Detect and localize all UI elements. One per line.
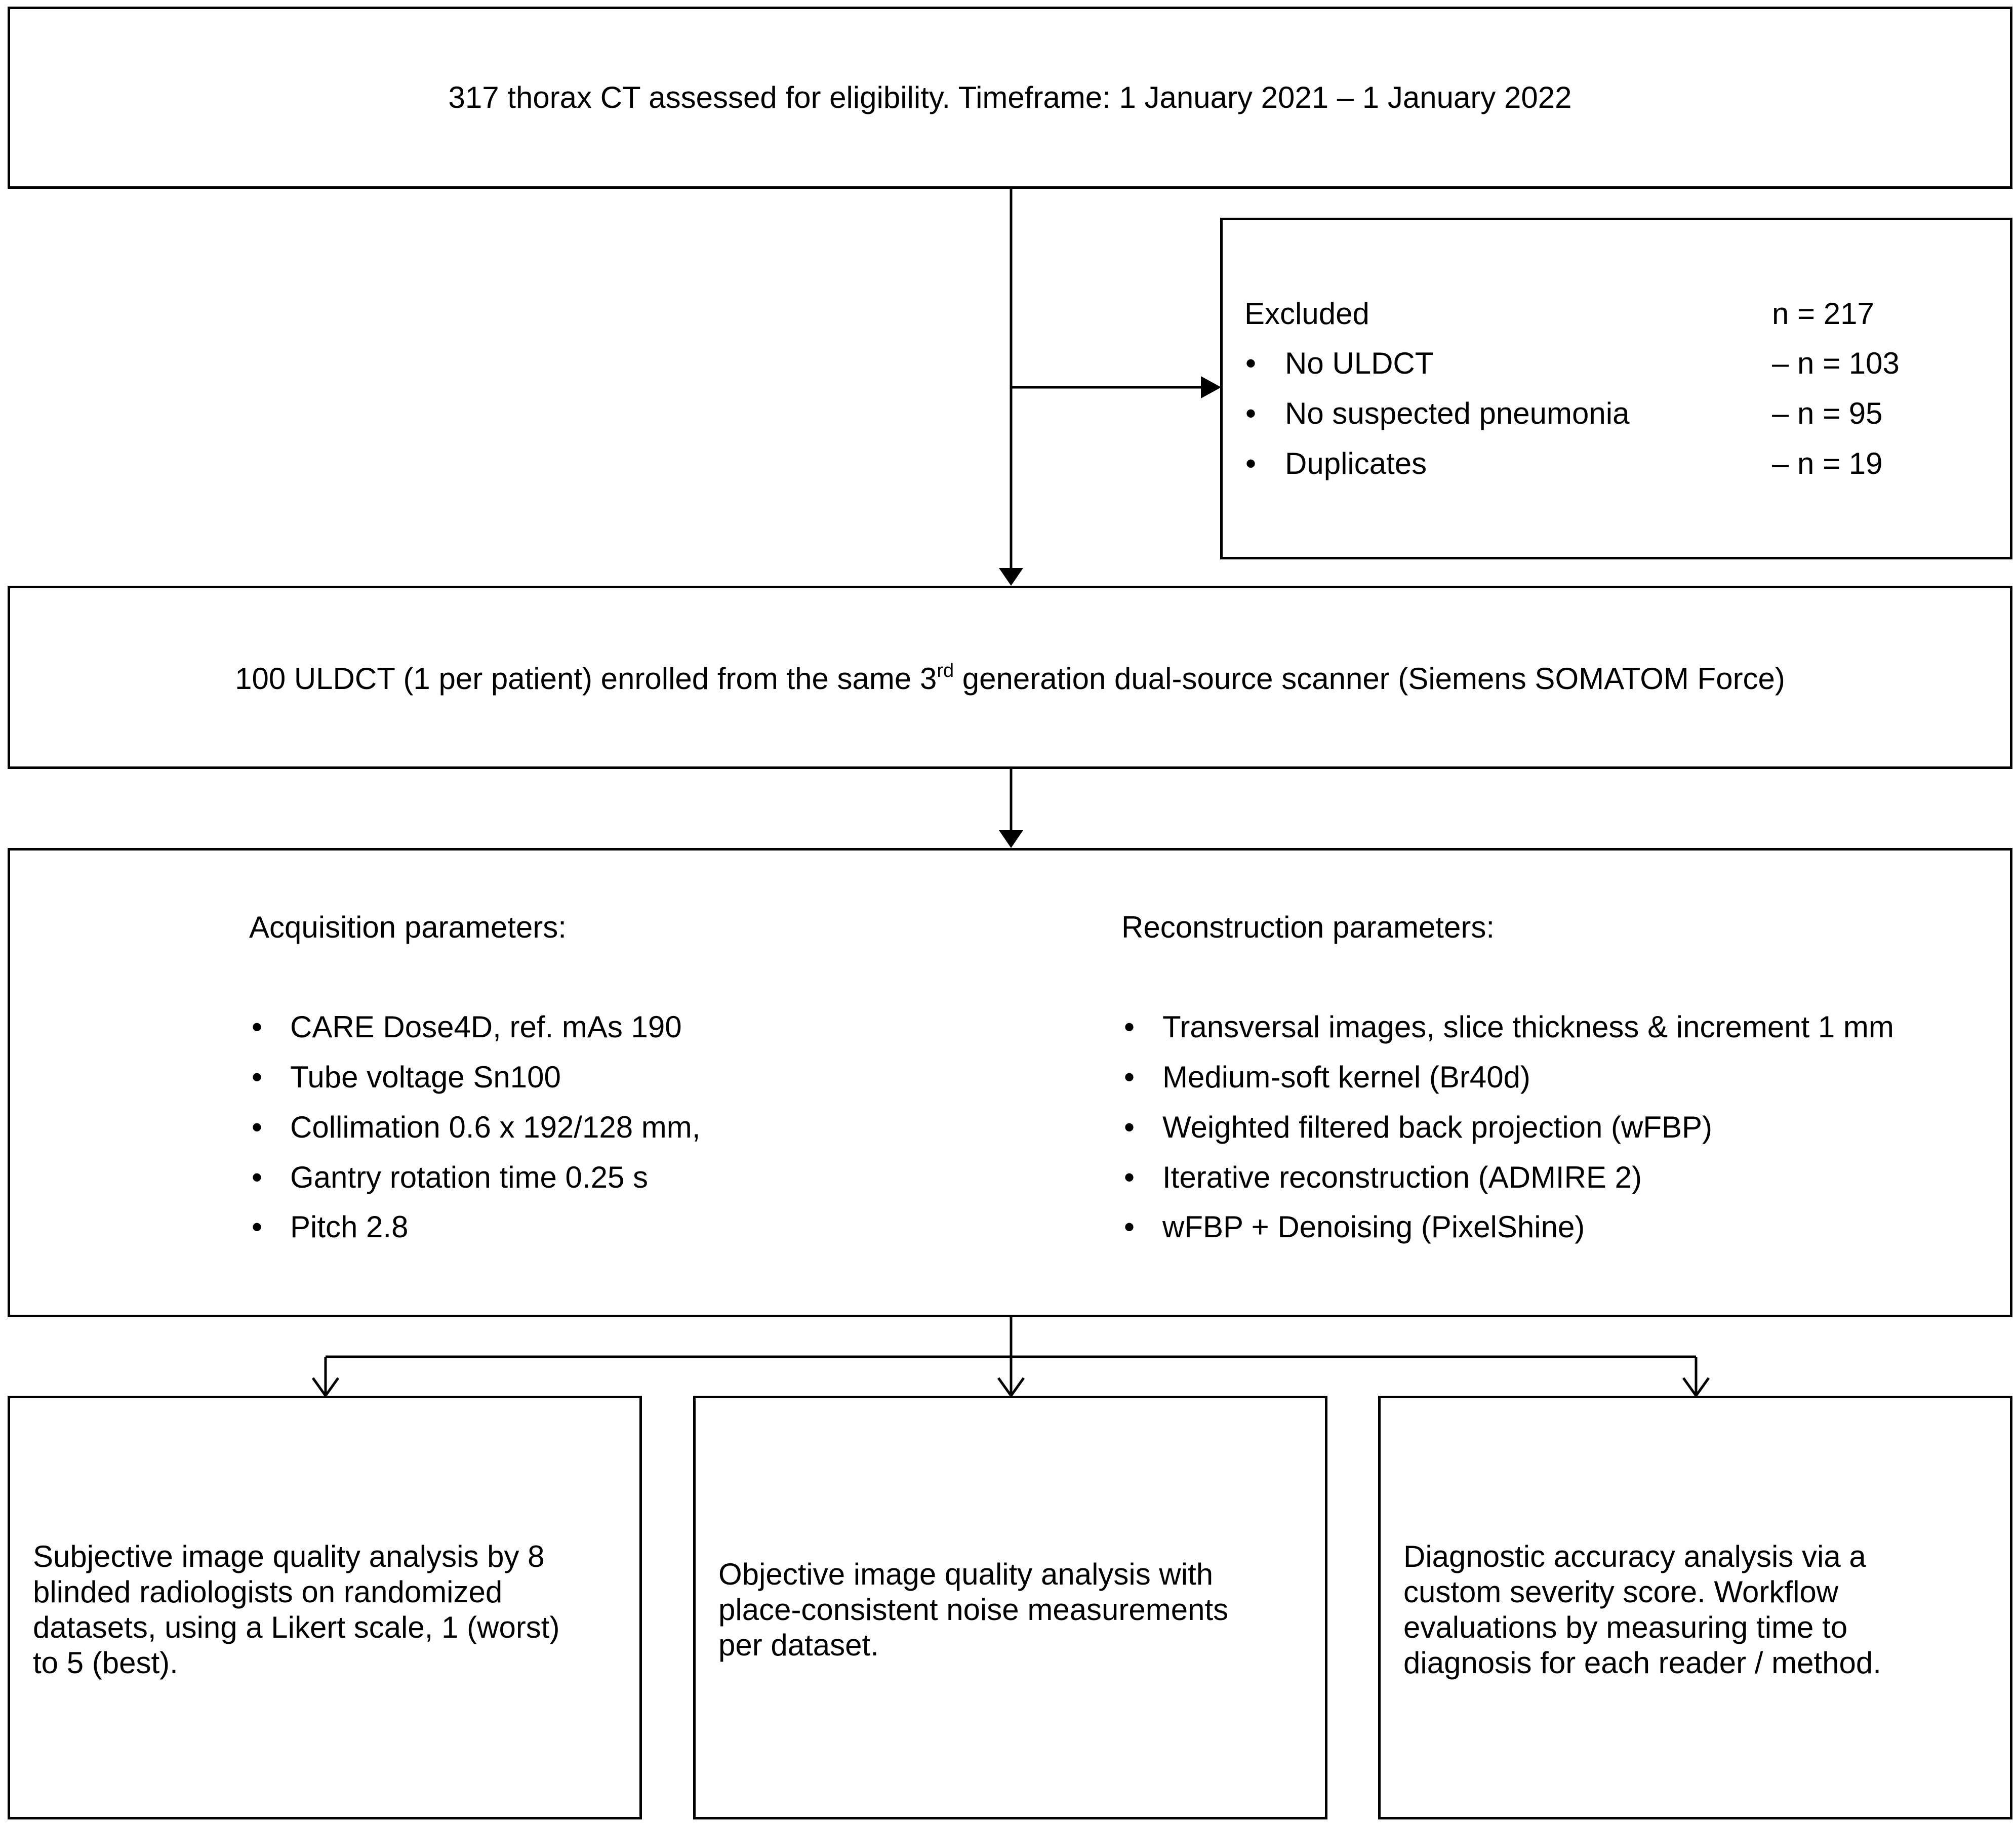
reconstruction-item-1-label: Transversal images, slice thickness & in… bbox=[1162, 1010, 1894, 1044]
subjective-line-1: Subjective image quality analysis by 8 bbox=[33, 1540, 545, 1573]
reconstruction-item-4-label: Iterative reconstruction (ADMIRE 2) bbox=[1162, 1160, 1642, 1194]
reconstruction-heading: Reconstruction parameters: bbox=[1121, 910, 1495, 944]
parameters-box: Acquisition parameters: • CARE Dose4D, r… bbox=[8, 848, 2012, 1317]
reconstruction-item-1-bullet: • bbox=[1124, 1010, 1135, 1044]
eligibility-text: 317 thorax CT assessed for eligibility. … bbox=[448, 80, 1572, 114]
diagnostic-analysis-box: Diagnostic accuracy analysis via a custo… bbox=[1378, 1396, 2012, 1819]
enrolled-text-end: generation dual-source scanner (Siemens … bbox=[954, 661, 1785, 696]
acquisition-item-3-label: Collimation 0.6 x 192/128 mm, bbox=[290, 1110, 701, 1144]
excluded-item-2-label: No suspected pneumonia bbox=[1285, 396, 1630, 430]
excluded-item-3-bullet: • bbox=[1245, 447, 1257, 480]
acquisition-item-4-bullet: • bbox=[252, 1160, 263, 1194]
excluded-item-1-label: No ULDCT bbox=[1285, 346, 1434, 380]
eligibility-box: 317 thorax CT assessed for eligibility. … bbox=[8, 7, 2012, 189]
reconstruction-item-3-bullet: • bbox=[1124, 1110, 1135, 1144]
reconstruction-item-2-bullet: • bbox=[1124, 1060, 1135, 1094]
acquisition-item-5-bullet: • bbox=[252, 1210, 263, 1244]
subjective-analysis-box: Subjective image quality analysis by 8 b… bbox=[8, 1396, 642, 1819]
reconstruction-item-3-label: Weighted filtered back projection (wFBP) bbox=[1162, 1110, 1713, 1144]
diagnostic-line-1: Diagnostic accuracy analysis via a bbox=[1403, 1540, 1866, 1573]
acquisition-item-5-label: Pitch 2.8 bbox=[290, 1210, 409, 1244]
excluded-title: Excluded bbox=[1244, 297, 1369, 331]
reconstruction-item-4-bullet: • bbox=[1124, 1160, 1135, 1194]
reconstruction-item-5-bullet: • bbox=[1124, 1210, 1135, 1244]
subjective-line-4: to 5 (best). bbox=[33, 1646, 178, 1680]
acquisition-heading: Acquisition parameters: bbox=[249, 910, 567, 944]
excluded-total: n = 217 bbox=[1772, 297, 1874, 331]
objective-analysis-box: Objective image quality analysis with pl… bbox=[693, 1396, 1327, 1819]
acquisition-item-4-label: Gantry rotation time 0.25 s bbox=[290, 1160, 648, 1194]
excluded-item-1-bullet: • bbox=[1245, 346, 1257, 380]
reconstruction-item-5-label: wFBP + Denoising (PixelShine) bbox=[1162, 1210, 1585, 1244]
excluded-item-3-count: – n = 19 bbox=[1772, 447, 1883, 480]
diagnostic-line-4: diagnosis for each reader / method. bbox=[1403, 1646, 1881, 1680]
objective-analysis-text: Objective image quality analysis with pl… bbox=[718, 1557, 1228, 1663]
excluded-item-3-label: Duplicates bbox=[1285, 447, 1427, 480]
subjective-analysis-text: Subjective image quality analysis by 8 b… bbox=[33, 1539, 559, 1681]
diagnostic-line-2: custom severity score. Workflow bbox=[1403, 1575, 1839, 1609]
enrolled-text: 100 ULDCT (1 per patient) enrolled from … bbox=[235, 661, 1785, 694]
acquisition-item-3-bullet: • bbox=[252, 1110, 263, 1144]
excluded-item-2-count: – n = 95 bbox=[1772, 396, 1883, 430]
subjective-line-3: datasets, using a Likert scale, 1 (worst… bbox=[33, 1610, 560, 1644]
enrolled-text-start: 100 ULDCT (1 per patient) enrolled from … bbox=[235, 661, 937, 696]
objective-line-3: per dataset. bbox=[718, 1628, 879, 1662]
excluded-box: Excluded n = 217 • No ULDCT – n = 103 • … bbox=[1220, 218, 2012, 559]
subjective-line-2: blinded radiologists on randomized bbox=[33, 1575, 503, 1609]
enrolled-text-superscript: rd bbox=[937, 660, 954, 681]
enrolled-box: 100 ULDCT (1 per patient) enrolled from … bbox=[8, 586, 2012, 769]
acquisition-item-2-label: Tube voltage Sn100 bbox=[290, 1060, 561, 1094]
acquisition-item-1-label: CARE Dose4D, ref. mAs 190 bbox=[290, 1010, 682, 1044]
diagnostic-analysis-text: Diagnostic accuracy analysis via a custo… bbox=[1403, 1539, 1881, 1681]
acquisition-item-2-bullet: • bbox=[252, 1060, 263, 1094]
objective-line-1: Objective image quality analysis with bbox=[718, 1557, 1214, 1591]
excluded-item-1-count: – n = 103 bbox=[1772, 346, 1900, 380]
excluded-item-2-bullet: • bbox=[1245, 396, 1257, 430]
objective-line-2: place-consistent noise measurements bbox=[718, 1593, 1229, 1627]
reconstruction-item-2-label: Medium-soft kernel (Br40d) bbox=[1162, 1060, 1530, 1094]
diagnostic-line-3: evaluations by measuring time to bbox=[1403, 1610, 1848, 1644]
acquisition-item-1-bullet: • bbox=[252, 1010, 263, 1044]
